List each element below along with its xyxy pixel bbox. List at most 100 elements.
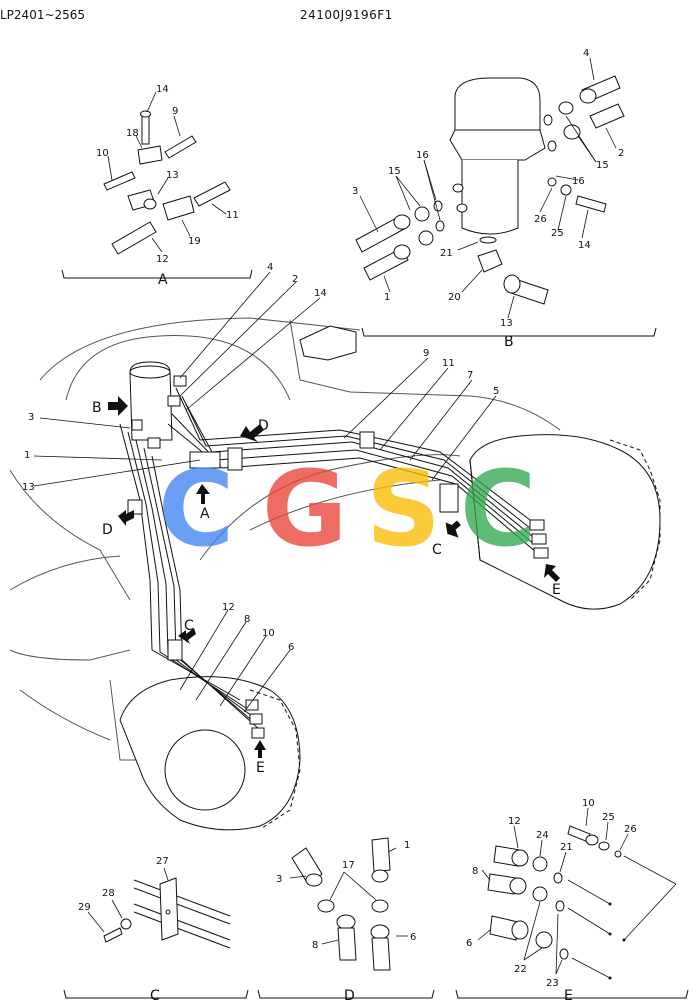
detail-b-callout-25: 25 bbox=[551, 228, 564, 239]
detail-b-callout-4: 4 bbox=[583, 48, 589, 59]
view-arrow-e-left-label: E bbox=[256, 760, 265, 776]
detail-d: 1 17 3 8 6 D bbox=[257, 837, 435, 1000]
detail-e-part-6 bbox=[489, 915, 519, 941]
detail-a-part-12 bbox=[111, 221, 157, 255]
main-assembly-view: 4 2 14 9 11 7 5 3 1 13 12 8 10 6 B D A D… bbox=[9, 262, 661, 831]
watermark-letter-c2: C bbox=[460, 448, 536, 570]
detail-b-callout-15-right: 15 bbox=[596, 160, 609, 171]
detail-b-callout-2: 2 bbox=[618, 148, 624, 159]
center-tee-block bbox=[189, 451, 221, 469]
view-arrow-e-left bbox=[254, 740, 266, 758]
detail-e-callout-22: 22 bbox=[514, 964, 527, 975]
detail-b-callout-15-left: 15 bbox=[388, 166, 401, 177]
detail-b-part-21 bbox=[479, 236, 497, 244]
detail-a-part-11 bbox=[193, 181, 231, 207]
detail-e-label: E bbox=[564, 988, 573, 1000]
view-arrow-e-right bbox=[544, 564, 560, 582]
detail-e-callout-8: 8 bbox=[472, 866, 478, 877]
detail-c-part-29 bbox=[103, 927, 123, 943]
detail-c: 27 28 29 C bbox=[63, 856, 249, 1000]
upper-actuator bbox=[299, 325, 357, 361]
detail-a-bracket bbox=[61, 269, 253, 279]
detail-e-part-23 bbox=[559, 948, 569, 960]
watermark-letter-s: S bbox=[366, 448, 441, 570]
main-callout-4: 4 bbox=[267, 262, 273, 273]
detail-e-bracket bbox=[455, 989, 689, 999]
detail-b-callout-21: 21 bbox=[440, 248, 453, 259]
detail-b-callout-16-left: 16 bbox=[416, 150, 429, 161]
main-callout-3: 3 bbox=[28, 412, 34, 423]
detail-d-callout-1: 1 bbox=[404, 840, 410, 851]
detail-e-callout-23: 23 bbox=[546, 978, 559, 989]
main-callout-5: 5 bbox=[493, 386, 499, 397]
detail-a-callout-10: 10 bbox=[96, 148, 109, 159]
detail-c-callout-29: 29 bbox=[78, 902, 91, 913]
detail-d-part-6 bbox=[371, 937, 391, 971]
detail-e-part-22 bbox=[535, 931, 553, 949]
detail-b-callout-20: 20 bbox=[448, 292, 461, 303]
detail-a-callout-12: 12 bbox=[156, 254, 169, 265]
hose-bundle-lower bbox=[119, 423, 261, 731]
detail-d-bracket bbox=[257, 989, 435, 999]
detail-e-callout-24: 24 bbox=[536, 830, 549, 841]
detail-a-callout-9: 9 bbox=[172, 106, 178, 117]
detail-a-part-19 bbox=[162, 195, 195, 221]
detail-d-callout-6: 6 bbox=[410, 932, 416, 943]
view-arrow-a bbox=[196, 484, 210, 504]
detail-d-callout-3: 3 bbox=[276, 874, 282, 885]
detail-d-part-17-left bbox=[317, 899, 335, 913]
detail-c-callout-28: 28 bbox=[102, 888, 115, 899]
detail-a-callout-14: 14 bbox=[156, 84, 169, 95]
detail-d-callout-17: 17 bbox=[342, 860, 355, 871]
detail-b-callout-16-right: 16 bbox=[572, 176, 585, 187]
main-callout-9: 9 bbox=[423, 348, 429, 359]
detail-b-callout-26: 26 bbox=[534, 214, 547, 225]
view-arrow-c-left bbox=[178, 628, 196, 644]
detail-c-label: C bbox=[150, 988, 160, 1000]
watermark-letter-g: G bbox=[262, 448, 347, 570]
main-callout-6: 6 bbox=[288, 642, 294, 653]
detail-e-callout-26: 26 bbox=[624, 824, 637, 835]
view-arrow-d-lower bbox=[118, 510, 134, 526]
watermark: C G S C bbox=[158, 448, 536, 570]
view-arrow-c-right-label: C bbox=[432, 542, 442, 558]
detail-e-part-8 bbox=[487, 873, 517, 895]
detail-e-callout-12: 12 bbox=[508, 816, 521, 827]
detail-d-part-8 bbox=[337, 927, 357, 961]
detail-a-part-18 bbox=[137, 145, 163, 165]
main-callout-14: 14 bbox=[314, 288, 327, 299]
swivel-joint-body bbox=[461, 160, 519, 235]
detail-e-part-26 bbox=[614, 850, 622, 858]
detail-a-callout-13: 13 bbox=[166, 170, 179, 181]
detail-e-part-24 bbox=[532, 856, 548, 872]
detail-b-part-20 bbox=[477, 249, 503, 273]
main-callout-8: 8 bbox=[244, 614, 250, 625]
view-arrow-a-label: A bbox=[200, 506, 210, 522]
detail-e-callout-10: 10 bbox=[582, 798, 595, 809]
main-callout-7: 7 bbox=[467, 370, 473, 381]
detail-d-label: D bbox=[344, 988, 355, 1000]
pipe-clamp-left bbox=[167, 639, 183, 661]
detail-c-part-28 bbox=[120, 918, 132, 930]
detail-a-part-9 bbox=[164, 135, 197, 159]
detail-d-part-17-right bbox=[371, 899, 389, 913]
detail-e: 10 25 26 12 24 21 8 6 22 23 E bbox=[455, 798, 689, 1000]
detail-b-bracket bbox=[361, 327, 657, 337]
serial-range-label: LP2401~2565 bbox=[0, 8, 86, 22]
detail-d-part-1 bbox=[371, 837, 391, 873]
detail-a-callout-18: 18 bbox=[126, 128, 139, 139]
detail-a-part-10 bbox=[103, 171, 136, 191]
drawing-number-label: 24100J9196F1 bbox=[300, 8, 393, 22]
detail-d-callout-8: 8 bbox=[312, 940, 318, 951]
detail-b-callout-3: 3 bbox=[352, 186, 358, 197]
detail-b-label: B bbox=[504, 334, 514, 350]
detail-c-callout-27: 27 bbox=[156, 856, 169, 867]
detail-e-callout-21: 21 bbox=[560, 842, 573, 853]
view-arrow-b bbox=[108, 396, 128, 416]
detail-b-part-14 bbox=[575, 195, 607, 213]
main-callout-2: 2 bbox=[292, 274, 298, 285]
detail-a-callout-11: 11 bbox=[226, 210, 239, 221]
detail-a: 14 9 18 10 13 11 12 19 A bbox=[61, 84, 253, 288]
view-arrow-e-right-label: E bbox=[552, 582, 561, 598]
